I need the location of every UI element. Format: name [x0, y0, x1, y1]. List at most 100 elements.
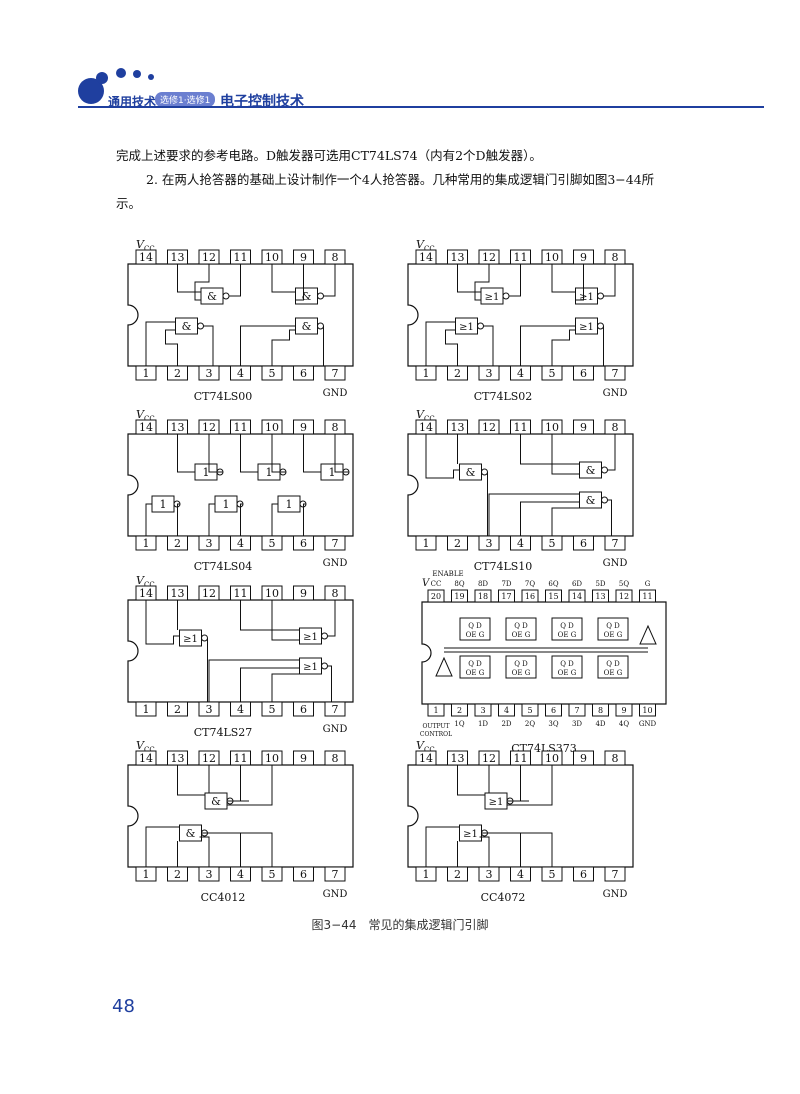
pin-number: 7 — [612, 367, 619, 380]
pin-number: 1 — [423, 367, 430, 380]
wire — [445, 329, 458, 366]
pin-number: 1 — [423, 868, 430, 881]
gnd-label: GND — [603, 558, 628, 569]
vcc-label: CC — [424, 415, 435, 423]
wire — [551, 507, 580, 536]
series-label: 通用技术 — [108, 95, 157, 109]
pin-number: 3 — [480, 706, 485, 715]
wire — [457, 765, 485, 796]
pin-12 — [478, 419, 500, 435]
pin-7 — [324, 535, 346, 551]
latch-box — [459, 655, 491, 679]
pin-7 — [568, 703, 586, 717]
vcc-label: CC — [144, 245, 155, 253]
output-bubble — [481, 468, 488, 476]
gate-label: ≥1 — [485, 292, 500, 303]
pin-7 — [324, 866, 346, 882]
wire — [240, 325, 296, 366]
pin-1 — [415, 535, 437, 551]
gate-label: ≥1 — [463, 829, 478, 840]
pin-14 — [568, 589, 586, 603]
pin-7 — [604, 866, 626, 882]
pin-2 — [451, 703, 468, 717]
pin-number: 5 — [269, 537, 276, 550]
pin-number: 14 — [419, 251, 433, 264]
pin-number: 11 — [234, 421, 248, 434]
latch-label: Q D — [606, 660, 620, 668]
wire — [323, 264, 336, 297]
pin-8 — [604, 750, 626, 766]
pin-number: 10 — [642, 706, 652, 715]
pin-label: 5D — [595, 580, 605, 588]
figure-caption: 图3−44 常见的集成逻辑门引脚 — [311, 918, 489, 932]
pin-20 — [427, 589, 445, 603]
chip-body — [421, 601, 667, 705]
header-dot — [148, 74, 154, 80]
pin-number: 13 — [451, 421, 465, 434]
pin-label: 3Q — [548, 720, 558, 728]
pin-14 — [415, 750, 437, 766]
pin-number: 12 — [202, 752, 216, 765]
pin-6 — [293, 701, 314, 717]
gate-label: & — [207, 290, 217, 303]
pin-number: 5 — [269, 367, 276, 380]
pin-label: 1D — [478, 720, 488, 728]
wire — [551, 264, 576, 293]
output-bubble — [597, 322, 604, 330]
pin-label: CC — [431, 580, 442, 588]
wire — [203, 325, 214, 366]
latch-label: OE G — [558, 669, 577, 677]
pin-8 — [324, 750, 346, 766]
output-bubble — [597, 292, 604, 300]
wire — [520, 434, 580, 465]
pin-1 — [427, 703, 445, 717]
pin-number: 13 — [171, 752, 185, 765]
pin-number: 12 — [619, 592, 629, 601]
output-bubble — [201, 634, 208, 642]
pin-9 — [293, 750, 314, 766]
pin-number: 14 — [419, 421, 433, 434]
pin-9 — [615, 703, 633, 717]
pin-6 — [545, 703, 562, 717]
pin-label: 2Q — [525, 720, 535, 728]
volume-badge: 选修1·选修1 — [155, 92, 216, 107]
vcc-label: V — [416, 238, 425, 251]
header-dot — [96, 72, 108, 84]
chip-name: CT74LS00 — [194, 390, 253, 403]
pin-14 — [135, 249, 157, 265]
pin-number: 2 — [174, 537, 181, 550]
pin-11 — [639, 589, 656, 603]
pin-number: 9 — [300, 587, 307, 600]
vcc-label: V — [422, 578, 431, 589]
pin-number: 2 — [454, 367, 461, 380]
wire — [327, 600, 336, 637]
latch-label: OE G — [512, 631, 531, 639]
pin-label: 8Q — [454, 580, 464, 588]
paragraph: 完成上述要求的参考电路。D触发器可选用CT74LS74（内有2个D触发器）。 — [116, 148, 542, 163]
wire — [208, 434, 223, 473]
pin-14 — [135, 750, 157, 766]
wire — [145, 503, 152, 536]
vcc-label: CC — [144, 415, 155, 423]
gate-label: & — [186, 827, 196, 840]
gate-label: & — [586, 494, 596, 507]
pin-9 — [573, 750, 594, 766]
pin-number: 15 — [548, 592, 558, 601]
pin-number: 6 — [580, 537, 587, 550]
pin-7 — [604, 365, 626, 381]
chip-body — [127, 599, 354, 703]
gate-label: 1 — [286, 498, 293, 511]
pin-7 — [324, 365, 346, 381]
wire — [145, 826, 180, 867]
vcc-label: V — [136, 238, 145, 251]
pin-2 — [447, 535, 468, 551]
latch-label: OE G — [466, 669, 485, 677]
pin-number: 2 — [174, 367, 181, 380]
pin-number: 9 — [300, 421, 307, 434]
gate-label: ≥1 — [303, 632, 318, 643]
pin-number: 14 — [139, 587, 153, 600]
